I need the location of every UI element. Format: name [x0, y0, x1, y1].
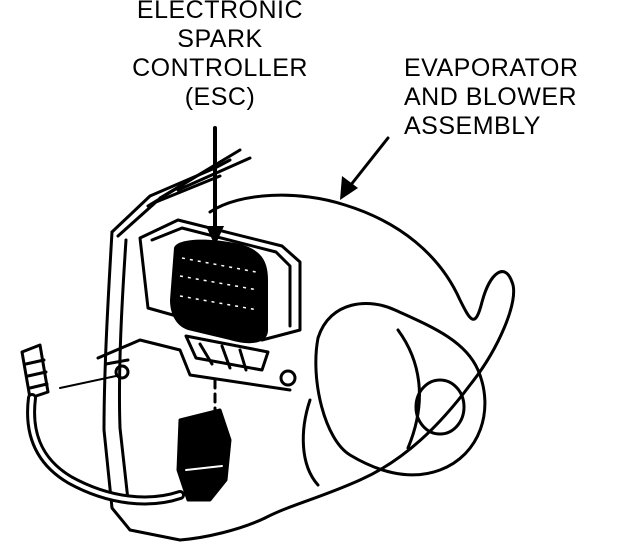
- evaporator-label-line-1: EVAPORATOR: [404, 54, 579, 82]
- bracket-screw: [114, 364, 130, 380]
- evaporator-callout-label: EVAPORATOR AND BLOWER ASSEMBLY: [404, 54, 578, 141]
- esc-module: [114, 218, 302, 387]
- esc-label-line-2: SPARK: [177, 25, 263, 53]
- evaporator-blower-housing: [178, 193, 516, 542]
- esc-label-line-1: ELECTRONIC: [136, 0, 304, 24]
- esc-label-line-4: (ESC): [184, 83, 256, 111]
- evaporator-arrowhead: [340, 176, 358, 200]
- esc-label-line-3: CONTROLLER: [132, 54, 308, 82]
- esc-callout-label: ELECTRONIC SPARK CONTROLLER (ESC): [120, 0, 320, 112]
- evaporator-label-line-2: AND BLOWER: [404, 83, 578, 111]
- evaporator-leader-arrow: [348, 136, 390, 188]
- esc-arrowhead: [206, 226, 224, 246]
- blower-motor: [301, 302, 487, 487]
- evaporator-label-line-3: ASSEMBLY: [404, 112, 541, 140]
- blower-motor-shaft: [414, 378, 466, 436]
- esc-connector: [176, 408, 232, 502]
- esc-module-body: [170, 239, 268, 344]
- esc-mounting-screw: [279, 369, 297, 387]
- wiring-harness: [20, 343, 185, 506]
- leader-lines: [213, 126, 390, 422]
